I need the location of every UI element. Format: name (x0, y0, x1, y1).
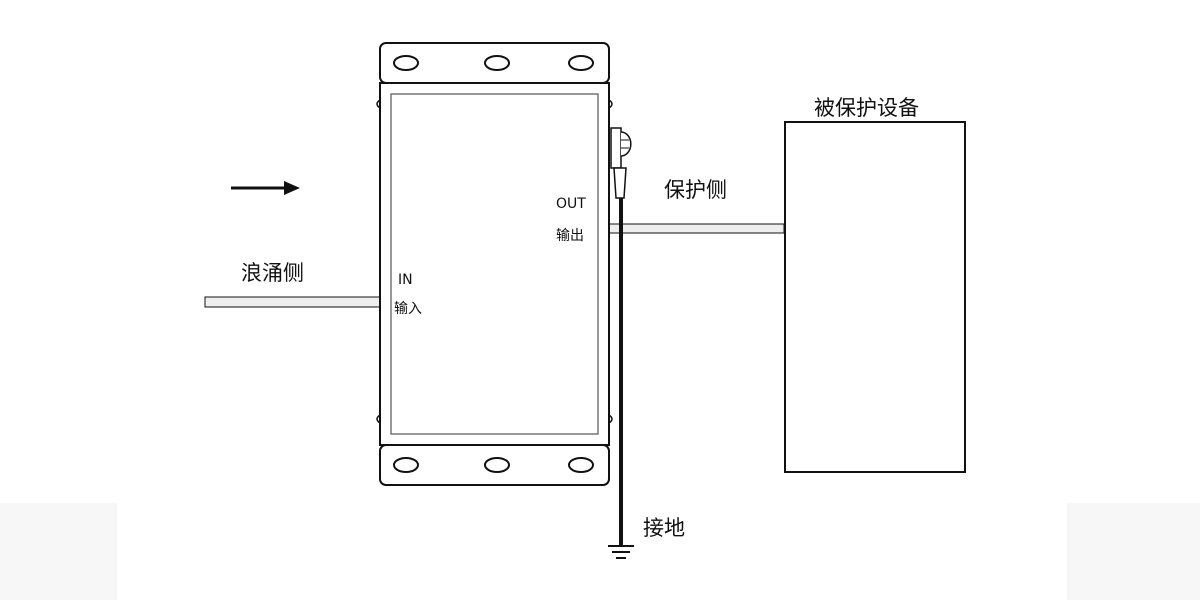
surge-side-label: 浪涌侧 (241, 261, 304, 285)
protected-equipment-box (784, 121, 966, 473)
out-cn-label: 输出 (556, 228, 584, 244)
in-cn-label: 输入 (394, 301, 422, 317)
output-cable (608, 223, 785, 234)
mounting-hole (393, 457, 419, 473)
corner-shade-left (0, 503, 117, 600)
surge-protector-device (376, 42, 613, 486)
out-label: OUT (556, 196, 586, 212)
corner-shade-right (1067, 503, 1200, 600)
protected-equipment-label: 被保护设备 (814, 96, 919, 120)
right-arrow-icon (231, 181, 300, 195)
in-label: IN (398, 272, 413, 288)
mounting-hole (393, 55, 419, 71)
ground-icon (608, 545, 634, 559)
mounting-hole (568, 55, 594, 71)
protected-side-label: 保护侧 (664, 178, 727, 202)
mounting-hole (568, 457, 594, 473)
ground-terminal-icon (610, 127, 632, 199)
input-cable (204, 296, 381, 308)
ground-label: 接地 (643, 516, 685, 540)
mounting-hole (484, 457, 510, 473)
mounting-hole (484, 55, 510, 71)
device-inner-panel (390, 93, 599, 435)
